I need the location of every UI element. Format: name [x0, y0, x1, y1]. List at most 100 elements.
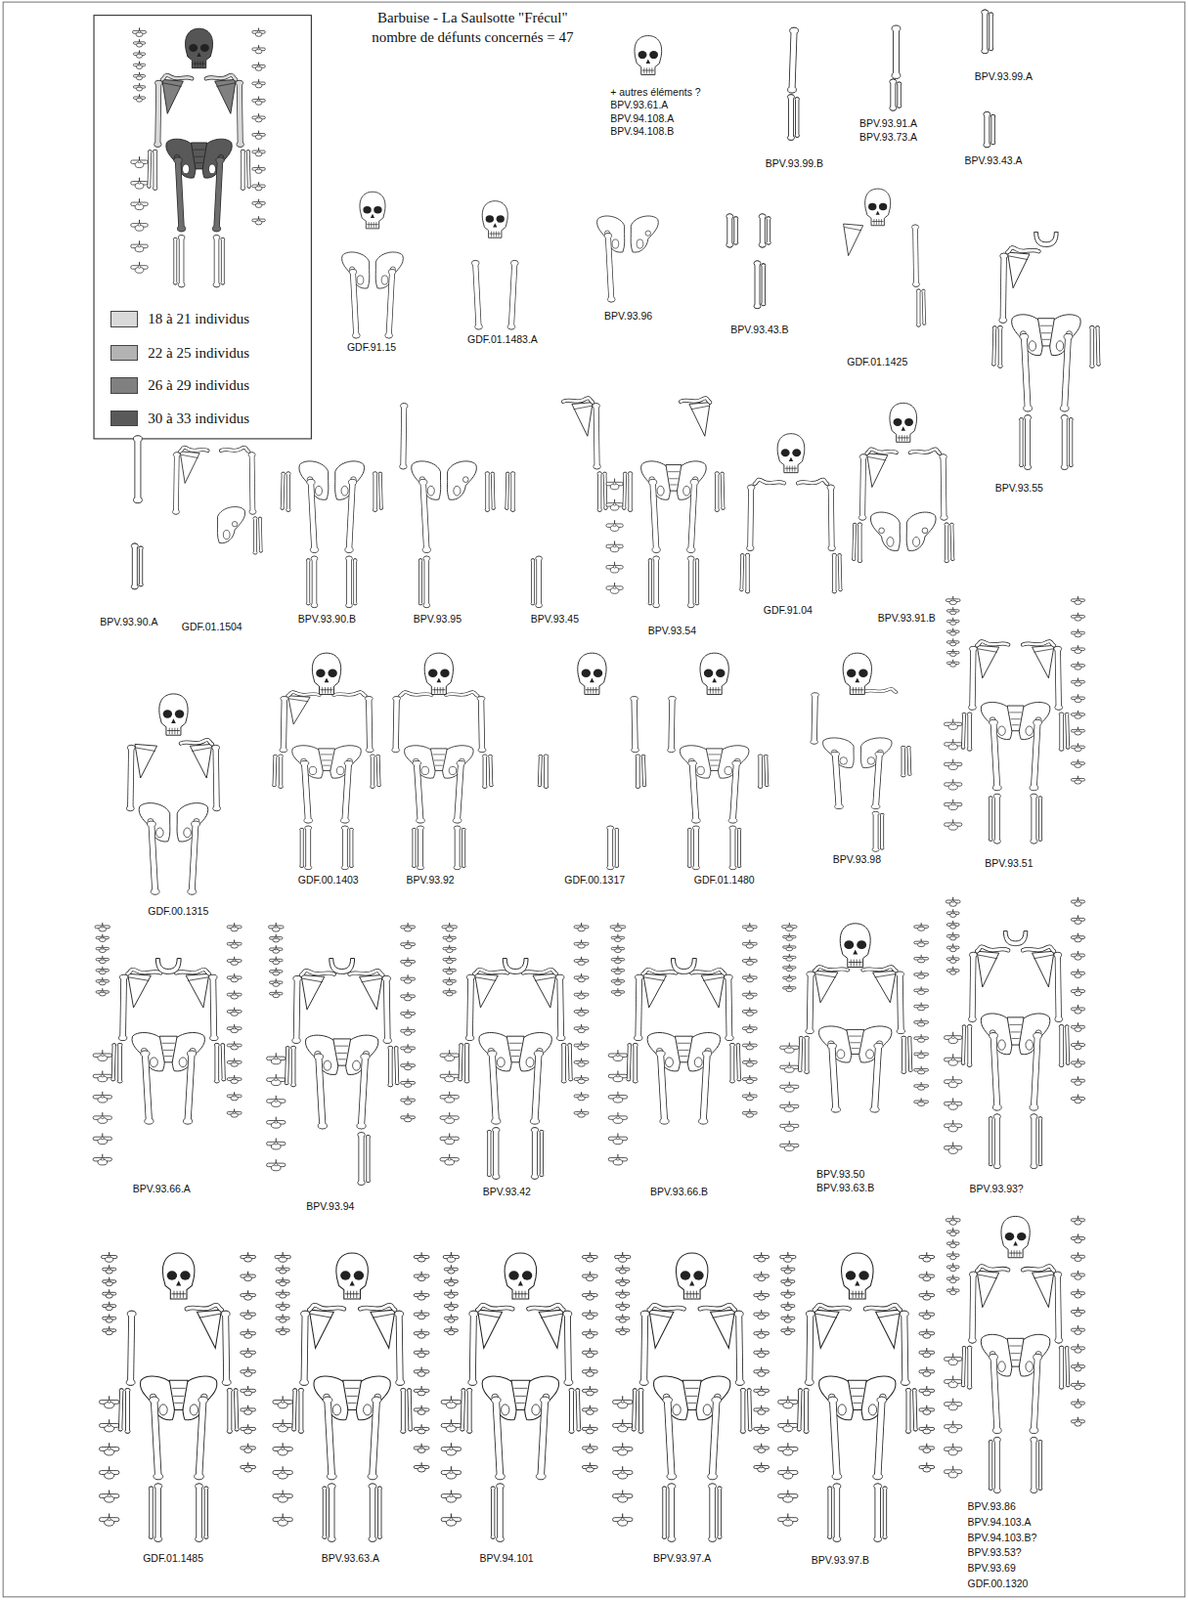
vertebra-process [92, 1157, 112, 1161]
vertebra-spine [1077, 613, 1079, 616]
bone-outline [383, 978, 392, 1042]
bone-shaft [389, 271, 393, 336]
vertebra-process [226, 1060, 242, 1064]
skeleton-body [944, 596, 1086, 844]
vertebra-hole [258, 99, 261, 102]
vertebra-spine [616, 1071, 618, 1076]
bone-shaft [237, 83, 243, 145]
vertebra-hole [406, 1047, 409, 1050]
bone-outline [457, 763, 462, 822]
vertebra-spine [616, 967, 618, 970]
bone-outline [180, 740, 213, 745]
vertebra-process [608, 1137, 627, 1141]
bone-outline [635, 755, 640, 788]
vertebra-process [269, 948, 283, 951]
vertebra-spine [789, 954, 791, 957]
vertebra-process [914, 957, 929, 961]
vertebra-hole [137, 160, 141, 164]
vertebra-process [1070, 599, 1085, 603]
skeleton-body [280, 461, 384, 609]
scapula [814, 970, 838, 1004]
vertebra-spine [101, 1154, 103, 1159]
bone-outline [191, 824, 196, 892]
bone-outline [478, 699, 485, 751]
vertebra-hole [613, 503, 616, 507]
vertebra-spine [1077, 645, 1079, 649]
vertebra-hole [233, 942, 236, 945]
bone-shaft [361, 1056, 366, 1127]
vertebra-spine [1077, 694, 1079, 698]
bone-shaft [913, 226, 919, 284]
vertebra-spine [448, 1154, 450, 1159]
obturator [381, 275, 389, 285]
vertebra-spine [921, 923, 923, 926]
vertebra-process [252, 47, 265, 51]
bone-shaft [642, 755, 646, 786]
vertebra-spine [275, 923, 277, 926]
skull-teeth [590, 687, 592, 695]
bone-shaft [811, 695, 818, 743]
vertebra-spine [616, 956, 618, 960]
vertebra-hole [1076, 599, 1079, 602]
bone-outline [732, 763, 737, 822]
scapula-spine [691, 405, 710, 410]
vertebra-spine [921, 970, 923, 974]
skeleton-body [740, 480, 843, 594]
bone-outline [695, 560, 700, 604]
bone-shaft [540, 1132, 543, 1176]
vertebra-spine [407, 923, 409, 926]
scapula-spine [361, 978, 383, 983]
bone-shaft [758, 755, 762, 788]
bone-outline [177, 160, 182, 229]
obturator [612, 239, 619, 249]
vertebra-process [400, 1047, 416, 1051]
vertebra-spine [407, 1044, 409, 1048]
skull-orbit [856, 940, 867, 950]
bone-shaft [221, 1045, 225, 1080]
bone-shaft [798, 1038, 802, 1071]
bone-outline [389, 271, 393, 336]
vertebra-hole [138, 86, 141, 88]
skeleton-body [606, 397, 725, 608]
bone-shaft [120, 977, 127, 1039]
vertebra-spine [789, 933, 791, 936]
bone-shaft [636, 755, 640, 788]
bone-outline [1019, 419, 1024, 466]
bone-outline [249, 454, 256, 512]
vertebra-spine [1077, 596, 1079, 600]
bone-shaft [366, 1137, 369, 1182]
vertebra-spine [101, 934, 103, 938]
vertebra-spine [952, 819, 954, 824]
bone-shaft [730, 1045, 734, 1082]
bone-shaft [371, 755, 375, 788]
skull-group [889, 402, 918, 442]
vertebra-process [266, 1100, 286, 1104]
bone-outline [1000, 256, 1008, 321]
vertebra-spine [407, 974, 409, 978]
vertebra-process [946, 924, 960, 927]
skull-teeth [898, 435, 900, 441]
vertebra-process [132, 96, 145, 99]
skeleton-body [843, 223, 926, 327]
vertebra-process [252, 116, 265, 120]
vertebra-spine [448, 1133, 450, 1138]
vertebra-hole [1076, 779, 1079, 782]
skull [700, 653, 729, 695]
bone-outline [1024, 417, 1031, 468]
vertebra-hole [101, 936, 104, 939]
bone-outline [763, 755, 769, 786]
bone-shaft [764, 755, 768, 786]
vertebra-hole [952, 610, 955, 613]
scapula-spine [475, 977, 496, 982]
skull-nose [324, 678, 330, 684]
scapula [689, 402, 710, 438]
obturator [448, 766, 457, 775]
vertebra-spine [448, 967, 450, 970]
bone-outline [280, 699, 288, 751]
vertebra-spine [407, 940, 409, 944]
legend-box [93, 15, 311, 440]
obturator [683, 485, 691, 496]
vertebra-process [946, 641, 960, 644]
mandible [502, 959, 528, 975]
vertebra-process [946, 958, 960, 962]
